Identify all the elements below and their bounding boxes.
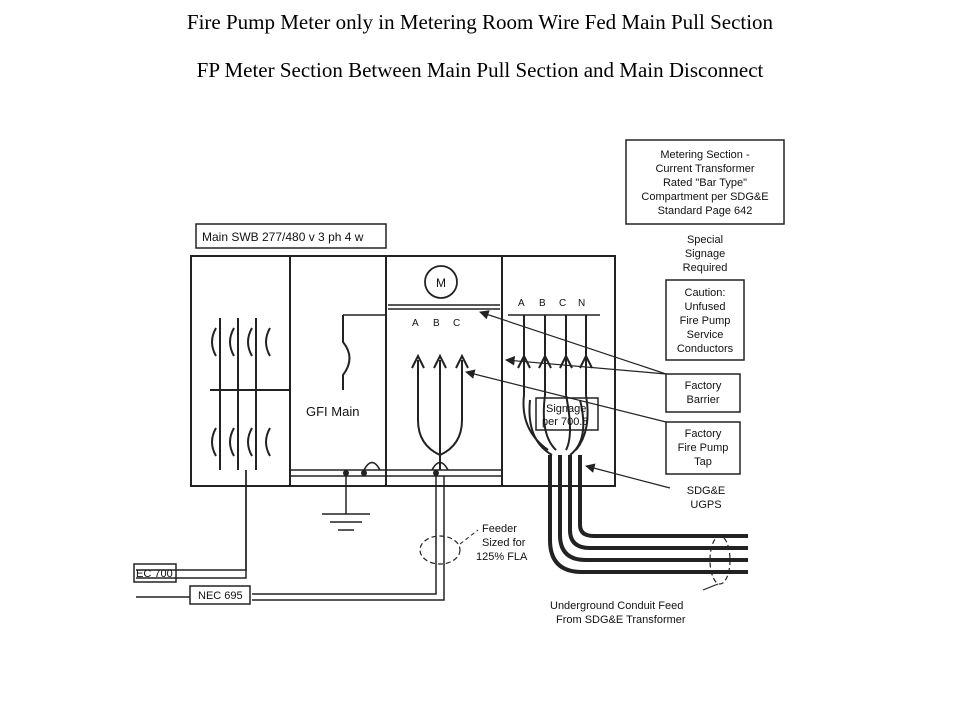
nec-700-label: EC 700 <box>136 568 173 580</box>
factory-tap-3: Tap <box>694 456 712 468</box>
signage-line-2: per 700.8 <box>542 416 588 428</box>
caution-2: Unfused <box>685 301 726 313</box>
factory-tap-2: Fire Pump <box>678 442 729 454</box>
switchboard-outline <box>190 255 616 487</box>
special-signage-1: Special <box>687 234 723 246</box>
pull-phase-a: A <box>518 298 525 309</box>
metering-section-note-box <box>625 139 785 225</box>
nec-695-box <box>189 585 251 605</box>
special-signage-2: Signage <box>685 248 725 260</box>
factory-barrier-box <box>665 373 741 413</box>
pull-phase-c: C <box>559 298 566 309</box>
meter-letter: M <box>436 276 446 290</box>
pull-phase-n: N <box>578 298 585 309</box>
feeder-note-3: 125% FLA <box>476 551 528 563</box>
caution-3: Fire Pump <box>680 315 731 327</box>
leader-arrows <box>465 310 719 591</box>
metering-note-5: Standard Page 642 <box>658 205 753 217</box>
gfi-breaker-contact <box>342 315 351 390</box>
factory-barrier-2: Barrier <box>686 394 719 406</box>
factory-tap-1: Factory <box>685 428 722 440</box>
feeder-marker <box>419 535 461 565</box>
caution-4: Service <box>687 329 724 341</box>
gfi-main-label: GFI Main <box>306 404 359 419</box>
caution-1: Caution: <box>685 287 726 299</box>
meter-phase-c: C <box>453 318 460 329</box>
title-line-1: Fire Pump Meter only in Metering Room Wi… <box>186 10 774 34</box>
meter-phase-a: A <box>412 318 419 329</box>
ground-loop <box>363 461 381 471</box>
underground-conduit <box>548 455 748 574</box>
ground-lug <box>343 470 349 476</box>
caution-5: Conductors <box>677 343 734 355</box>
metering-note-1: Metering Section - <box>660 149 750 161</box>
ground-lug <box>433 470 439 476</box>
signage-line-1: Signage <box>546 403 586 415</box>
metering-note-4: Compartment per SDG&E <box>641 191 768 203</box>
pull-phase-b: B <box>539 298 546 309</box>
main-swb-label-box <box>195 223 387 249</box>
meter-phase-b: B <box>433 318 440 329</box>
main-swb-label: Main SWB 277/480 v 3 ph 4 w <box>202 230 364 244</box>
factory-barrier-1: Factory <box>685 380 722 392</box>
title-line-2: FP Meter Section Between Main Pull Secti… <box>196 58 764 82</box>
breaker-contacts <box>210 318 290 470</box>
metering-note-2: Current Transformer <box>655 163 754 175</box>
ground-lug <box>361 470 367 476</box>
caution-note-box <box>665 279 745 361</box>
nec-700-box <box>133 563 177 583</box>
sdge-ugps-1: SDG&E <box>687 485 726 497</box>
feeder-leader <box>459 529 479 545</box>
feeder-note-1: Feeder <box>482 523 517 535</box>
meter-symbol <box>424 265 458 299</box>
conduit-group-marker <box>709 535 731 585</box>
sdge-ugps-2: UGPS <box>690 499 721 511</box>
special-signage-3: Required <box>683 262 728 274</box>
meter-conductors <box>411 353 469 470</box>
conduit-note-1: Underground Conduit Feed <box>550 600 683 612</box>
conduit-note-2: From SDG&E Transformer <box>556 614 686 626</box>
feeder-note-2: Sized for <box>482 537 526 549</box>
ground-loop <box>431 461 449 471</box>
pull-conductors <box>517 315 593 456</box>
factory-tap-box <box>665 421 741 475</box>
ground-symbol <box>322 474 370 531</box>
feeder-lines <box>136 470 445 601</box>
metering-note-3: Rated "Bar Type" <box>663 177 747 189</box>
nec-695-label: NEC 695 <box>198 590 243 602</box>
signage-700-box <box>535 397 599 431</box>
